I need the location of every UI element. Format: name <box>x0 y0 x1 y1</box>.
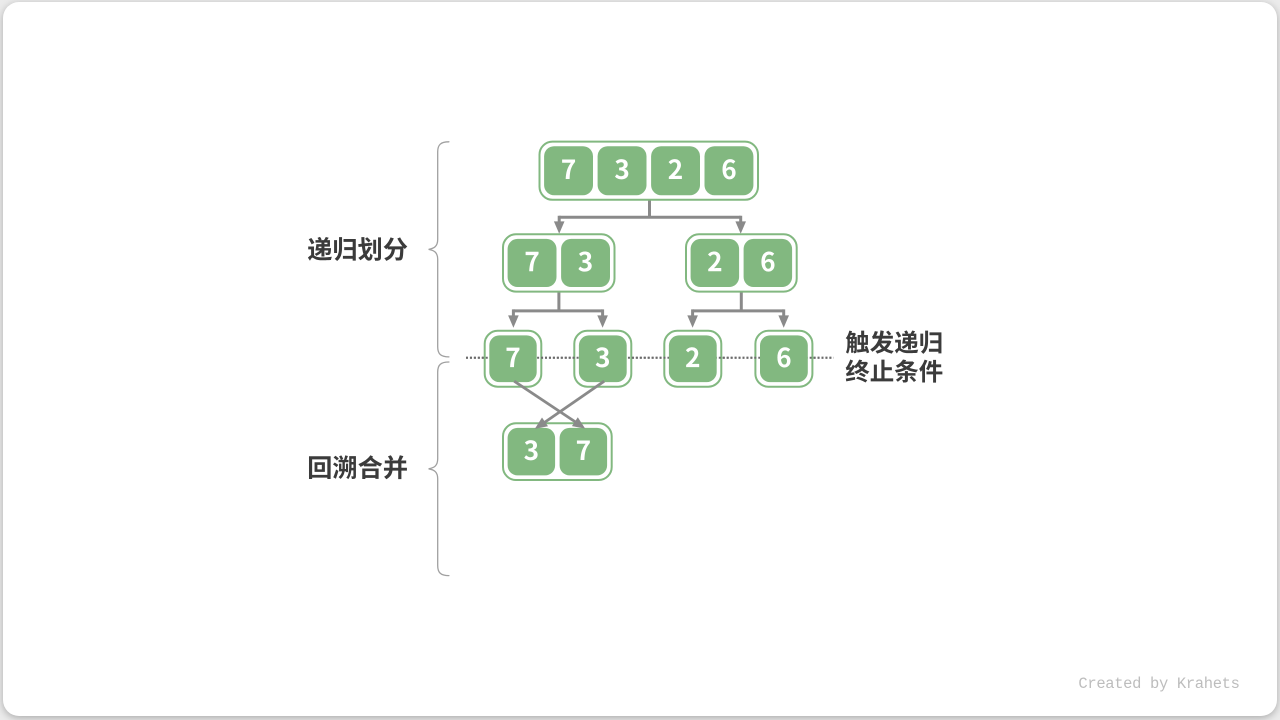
svg-text:Created by Krahets: Created by Krahets <box>1078 675 1239 693</box>
